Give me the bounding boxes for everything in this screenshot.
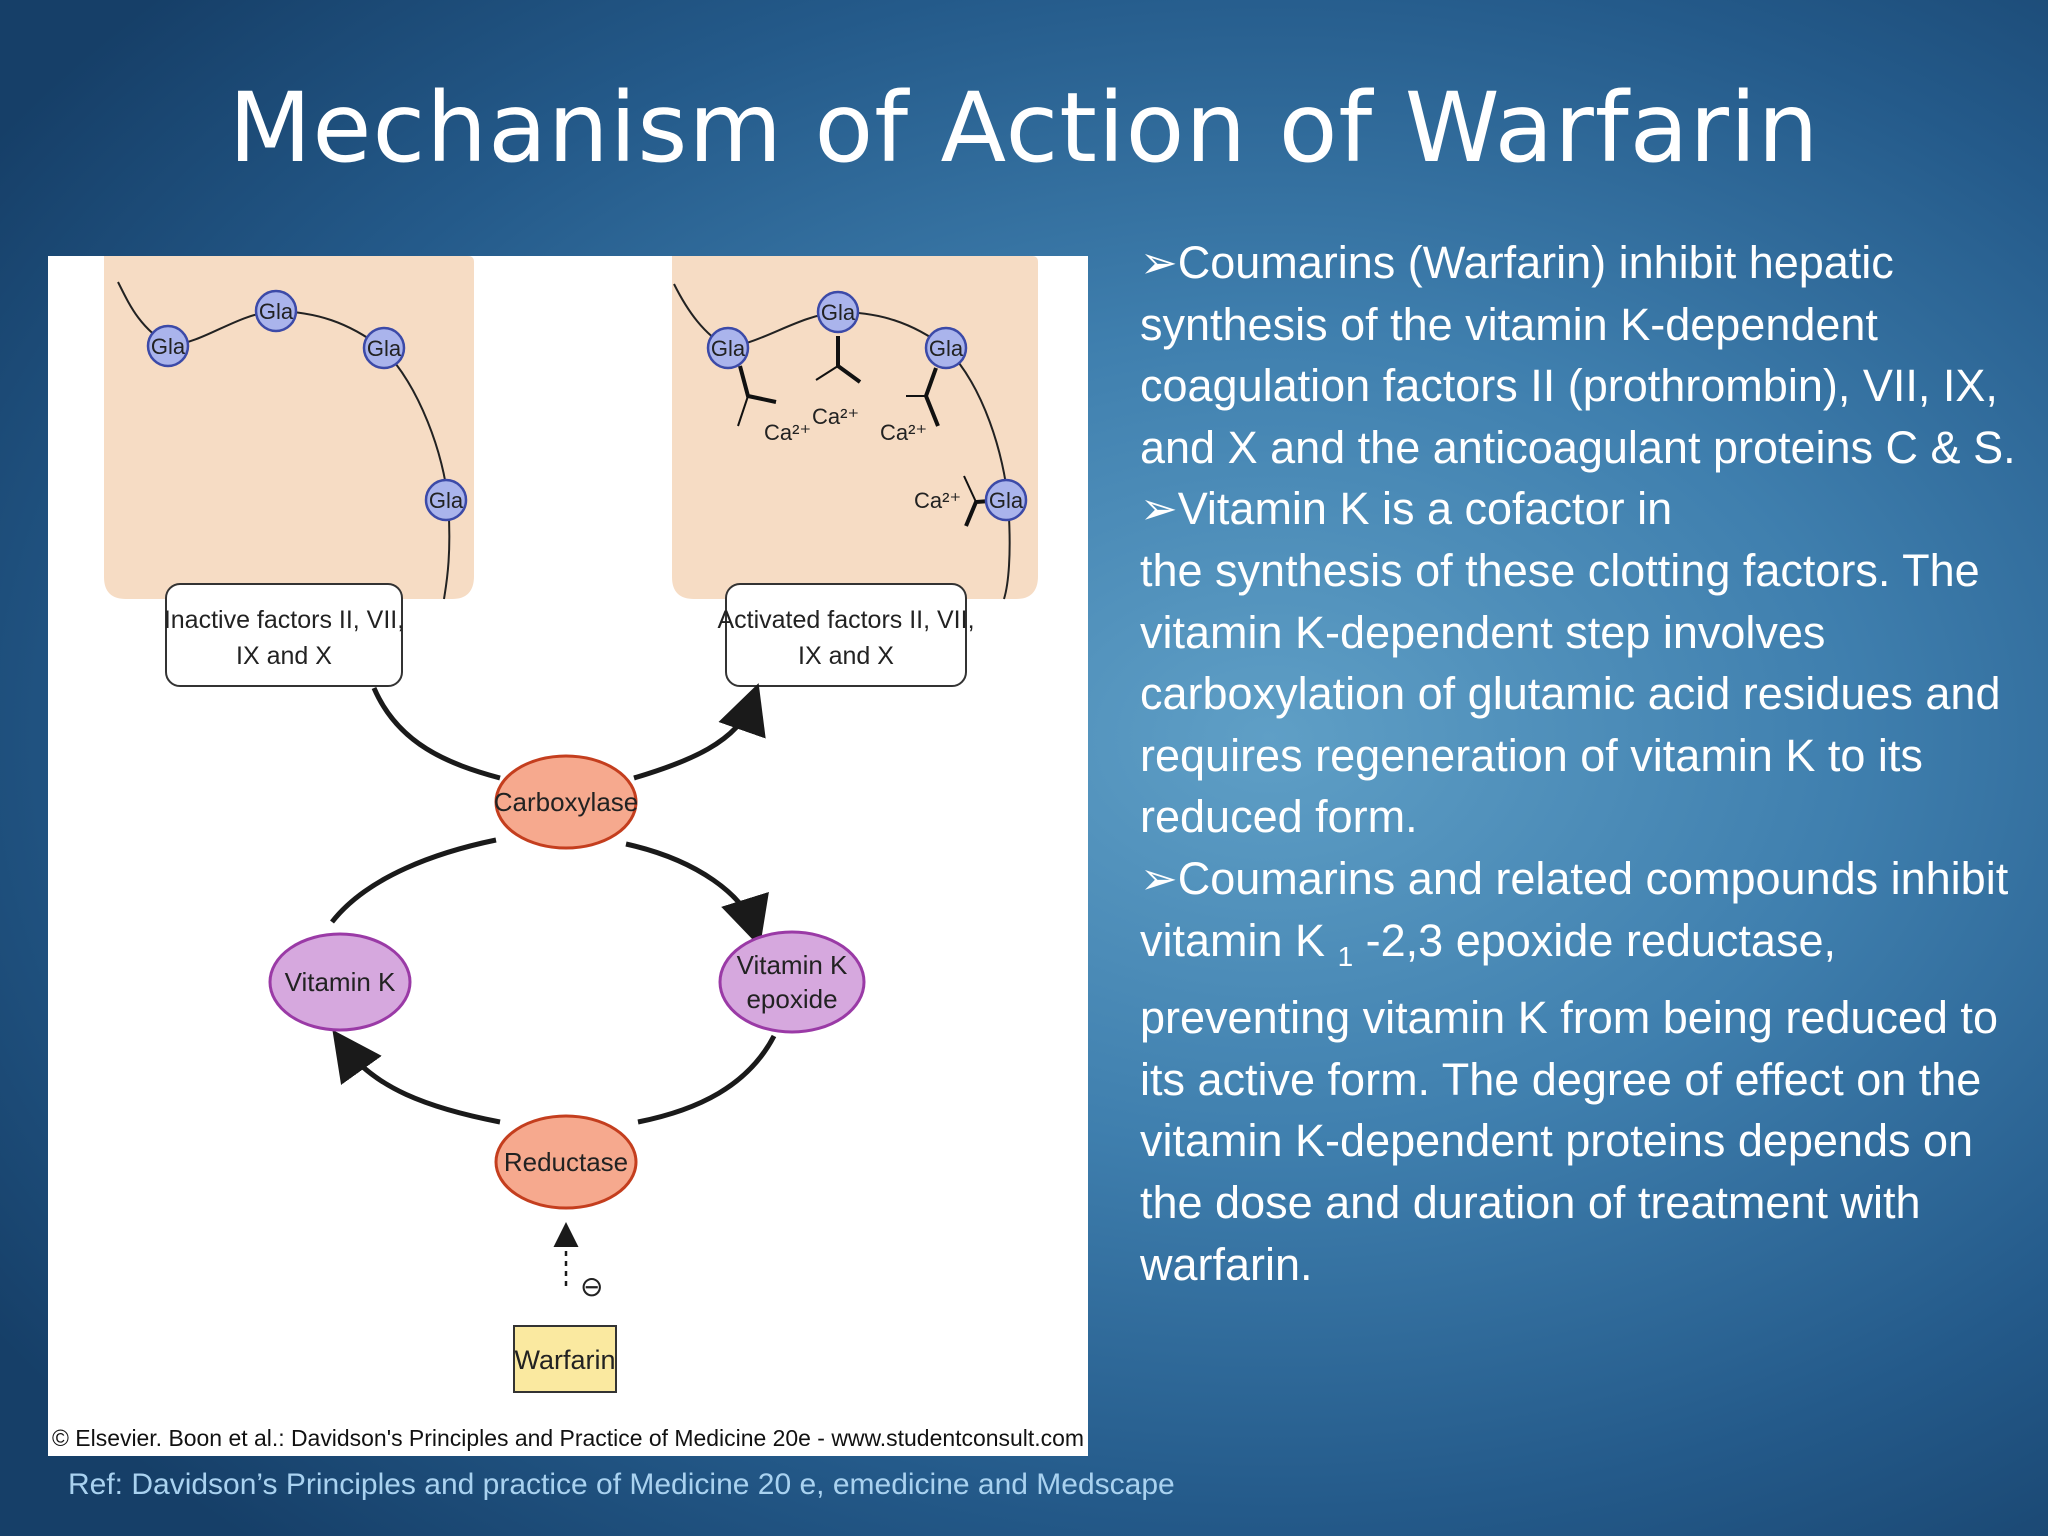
svg-text:IX and X: IX and X (798, 642, 894, 670)
vitamin-k-node: Vitamin K (268, 932, 412, 1032)
diagram-svg: Gla Gla Gla Gla Gla Gla Gla Gla (52, 256, 1084, 1451)
calcium-label: Ca²⁺ (812, 404, 859, 429)
paragraph-2-first-line: Vitamin K is a cofactor in (1177, 483, 1673, 535)
diagram-copyright: © Elsevier. Boon et al.: Davidson's Prin… (52, 1425, 1084, 1451)
svg-text:Gla: Gla (429, 488, 464, 513)
activated-factors-box: Activated factors II, VII, IX and X (717, 583, 975, 687)
bullet-paragraph-2: ➢Vitamin K is a cofactor in the synthesis… (1140, 478, 2020, 848)
bullet-arrow-icon: ➢ (1140, 237, 1178, 288)
svg-text:Gla: Gla (929, 336, 964, 361)
paragraph-1-text: Coumarins (Warfarin) inhibit hepatic syn… (1140, 237, 2016, 473)
svg-text:IX and X: IX and X (236, 642, 332, 670)
calcium-label: Ca²⁺ (914, 488, 961, 513)
reference-citation: Ref: Davidson’s Principles and practice … (68, 1468, 1175, 1501)
bullet-arrow-icon: ➢ (1140, 852, 1178, 904)
gla-bead: Gla (254, 289, 298, 333)
svg-text:Gla: Gla (151, 334, 186, 359)
svg-text:Gla: Gla (821, 300, 856, 325)
calcium-label: Ca²⁺ (880, 420, 927, 445)
warfarin-node: Warfarin (513, 1325, 617, 1393)
arrow-vitamin-k-to-carboxylase (330, 837, 497, 924)
arrow-epoxide-to-reductase (637, 1034, 777, 1125)
svg-text:epoxide: epoxide (746, 984, 837, 1014)
svg-text:Gla: Gla (711, 336, 746, 361)
svg-text:Inactive factors II, VII,: Inactive factors II, VII, (164, 606, 404, 634)
gla-bead: Gla (424, 478, 468, 522)
svg-text:Vitamin K: Vitamin K (285, 967, 396, 997)
reductase-node: Reductase (494, 1114, 638, 1210)
svg-text:Gla: Gla (259, 299, 294, 324)
ca-bond-2b (815, 365, 839, 381)
carboxylase-node: Carboxylase (494, 754, 639, 850)
slide-title: Mechanism of Action of Warfarin (228, 72, 1820, 184)
bullet-arrow-icon: ➢ (1140, 483, 1178, 535)
slide-body-text: ➢Coumarins (Warfarin) inhibit hepatic sy… (1140, 232, 2020, 1295)
gla-bead: Gla (146, 324, 190, 368)
gla-bead: Gla (984, 478, 1028, 522)
mechanism-diagram: Gla Gla Gla Gla Gla Gla Gla Gla (48, 256, 1088, 1456)
svg-text:Warfarin: Warfarin (514, 1345, 615, 1375)
arrow-reductase-to-vitamin-k (332, 1029, 501, 1125)
paragraph-3-text-start: Coumarins and related compounds inhibit … (1140, 852, 2009, 966)
vitamin-k-epoxide-node: Vitamin K epoxide (718, 930, 866, 1034)
gla-bead: Gla (706, 326, 750, 370)
gla-bead: Gla (362, 326, 406, 370)
gla-bead: Gla (924, 326, 968, 370)
svg-text:Gla: Gla (367, 336, 402, 361)
gla-bead: Gla (816, 290, 860, 334)
calcium-label: Ca²⁺ (764, 420, 811, 445)
inhibition-symbol: ⊖ (580, 1271, 603, 1302)
bullet-paragraph-1: ➢Coumarins (Warfarin) inhibit hepatic sy… (1140, 232, 2020, 478)
svg-text:Activated factors II, VII,: Activated factors II, VII, (717, 606, 974, 634)
svg-text:Vitamin K: Vitamin K (737, 950, 848, 980)
svg-text:Gla: Gla (989, 488, 1024, 513)
svg-text:Reductase: Reductase (504, 1147, 628, 1177)
paragraph-2-text: the synthesis of these clotting factors.… (1140, 544, 2001, 843)
ca-bond-4b (963, 475, 977, 503)
inactive-factors-box: Inactive factors II, VII, IX and X (164, 583, 404, 687)
bullet-paragraph-3: ➢Coumarins and related compounds inhibit… (1140, 848, 2020, 1295)
paragraph-3-subscript: 1 (1337, 940, 1354, 972)
svg-text:Carboxylase: Carboxylase (494, 787, 639, 817)
paragraph-3-text-end: -2,3 epoxide reductase, preventing vitam… (1140, 914, 1998, 1290)
ca-bond-1b (737, 395, 749, 427)
arrow-inactive-to-carboxylase (371, 687, 501, 781)
arrow-carboxylase-to-epoxide (625, 841, 769, 948)
arrow-carboxylase-to-activated (633, 683, 766, 781)
